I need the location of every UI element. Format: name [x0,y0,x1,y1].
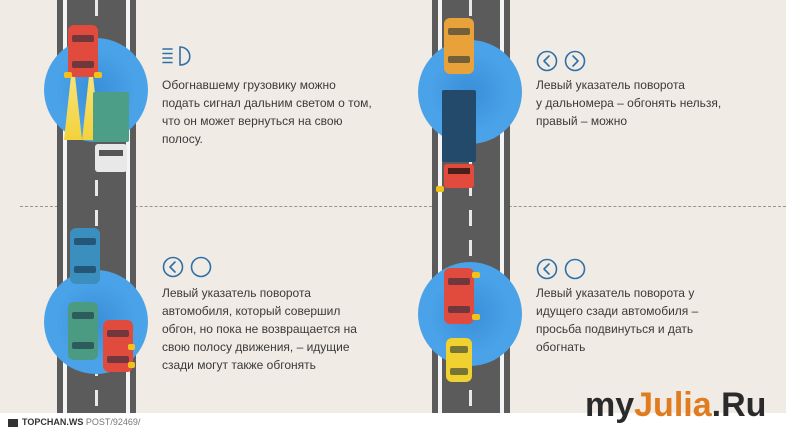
turn-signals-icon [536,50,586,72]
turn-signal-flash [94,72,102,78]
infographic-panel: Обогнавшему грузовику можно подать сигна… [0,0,786,413]
dark-truck [442,90,476,200]
left-turn-signal-icon [162,256,212,278]
topchan-logo-icon [8,418,18,427]
turn-signal-flash [128,362,135,368]
turn-signal-flash [436,186,444,192]
high-beam-icon [162,46,191,66]
turn-signal-flash [128,344,135,350]
turn-signal-flash [472,314,480,320]
turn-signal-flash [64,72,72,78]
caption-rangefinder-signal: Левый указатель поворота у дальномера – … [536,78,722,128]
red-car [68,25,98,77]
caption-overtaken-signal: Левый указатель поворота автомобиля, кот… [162,286,357,372]
myjulia-watermark: myJulia.Ru [585,386,767,424]
left-turn-signal-icon [536,258,586,280]
section-divider [20,206,786,207]
red-car [444,268,474,324]
caption-behind-signal: Левый указатель поворота у идущего сзади… [536,286,699,354]
truck [93,92,129,176]
source-footer[interactable]: TOPCHAN.WS POST/92469/ [8,417,140,427]
yellow-car [446,338,472,382]
turn-signal-flash [472,272,480,278]
green-car [68,302,98,360]
caption-high-beam: Обогнавшему грузовику можно подать сигна… [162,78,372,146]
blue-car [70,228,100,284]
orange-car [444,18,474,74]
